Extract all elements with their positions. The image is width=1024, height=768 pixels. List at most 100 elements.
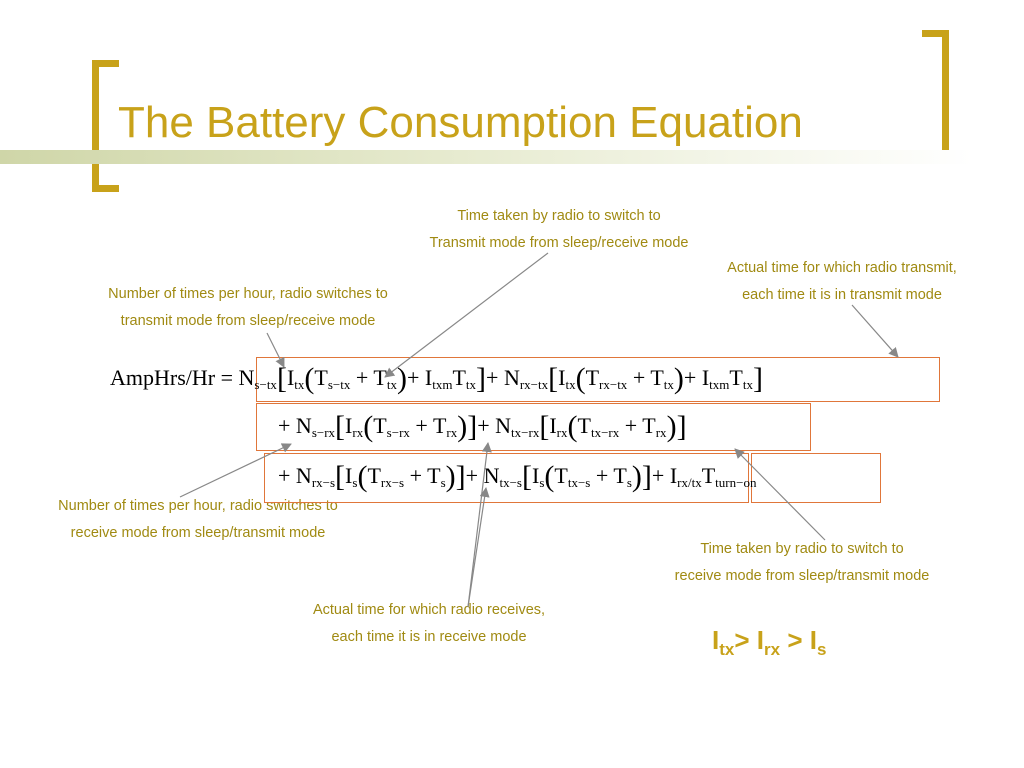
- subscript: rx−tx: [519, 377, 549, 392]
- note-line: each time it is in receive mode: [331, 629, 527, 645]
- subscript: s−tx: [254, 377, 277, 392]
- symbol: T: [373, 413, 387, 438]
- equation-line-1: AmpHrs/Hr = Ns−tx[Itx(Ts−tx + Ttx)+ Itxm…: [110, 362, 763, 396]
- symbol: N: [495, 413, 512, 438]
- subscript: tx: [465, 377, 477, 392]
- bracket: [: [335, 410, 346, 443]
- paren: (: [544, 460, 555, 493]
- subscript: rx−s: [311, 475, 336, 490]
- note-line: Time taken by radio to switch to: [457, 208, 661, 224]
- plus-sign: +: [406, 365, 420, 390]
- symbol: T: [452, 365, 466, 390]
- paren: ): [457, 410, 468, 443]
- subscript: s−rx: [311, 425, 336, 440]
- subscript: tx−s: [499, 475, 522, 490]
- subscript: s: [626, 475, 632, 490]
- subscript: rx/tx: [677, 475, 702, 490]
- subscript: tx: [294, 377, 305, 392]
- symbol: I: [712, 625, 720, 655]
- symbol: T: [427, 463, 441, 488]
- note-receive-time: Actual time for which radio receives, ea…: [284, 597, 574, 651]
- symbol: T: [613, 463, 627, 488]
- symbol: N: [483, 463, 500, 488]
- symbol: I: [756, 625, 765, 655]
- note-transmit-time: Actual time for which radio transmit, ea…: [700, 255, 984, 309]
- symbol: N: [503, 365, 520, 390]
- plus-sign: +: [683, 365, 697, 390]
- bracket: ]: [476, 362, 487, 395]
- symbol: I: [809, 625, 817, 655]
- bracket: ]: [455, 460, 466, 493]
- note-switch-to-transmit-time: Time taken by radio to switch to Transmi…: [400, 203, 718, 257]
- symbol: I: [345, 463, 353, 488]
- equation-line-2: + Ns−rx[Irx(Ts−rx + Trx)]+ Ntx−rx[Irx(Tt…: [278, 410, 687, 444]
- equation-line-3: + Nrx−s[Is(Trx−s + Ts)]+ Ntx−s[Is(Ttx−s …: [278, 460, 756, 494]
- note-line: receive mode from sleep/transmit mode: [70, 525, 326, 541]
- note-line: each time it is in transmit mode: [742, 287, 942, 303]
- subscript: rx: [556, 425, 568, 440]
- bracket: ]: [752, 362, 763, 395]
- symbol: T: [367, 463, 381, 488]
- subscript: tx: [565, 377, 576, 392]
- equals-sign: =: [220, 365, 234, 390]
- plus-sign: +: [465, 463, 479, 488]
- paren: (: [567, 410, 578, 443]
- paren: (: [363, 410, 374, 443]
- plus-sign: +: [278, 413, 291, 438]
- note-line: transmit mode from sleep/receive mode: [120, 313, 376, 329]
- subscript: tx: [663, 377, 674, 392]
- symbol: T: [701, 463, 716, 488]
- title-underline-bar: [0, 150, 1024, 164]
- symbol: T: [373, 365, 387, 390]
- plus-sign: +: [278, 463, 291, 488]
- current-inequality: Itx> Irx > Is: [712, 625, 826, 660]
- subscript: tx−s: [567, 475, 591, 490]
- symbol: T: [650, 365, 664, 390]
- equation-lhs: AmpHrs/Hr: [110, 365, 216, 390]
- subscript: rx−s: [380, 475, 405, 490]
- plus-sign: +: [624, 413, 638, 438]
- arrow-receive-time-1: [467, 442, 492, 608]
- subscript: txm: [709, 377, 730, 392]
- arrow-switches-to-transmit: [266, 332, 285, 368]
- subscript: tx−rx: [511, 425, 540, 440]
- greater-than-sign: >: [787, 625, 810, 655]
- plus-sign: +: [355, 365, 369, 390]
- paren: ): [673, 362, 684, 395]
- plus-sign: +: [595, 463, 609, 488]
- paren: ): [631, 460, 642, 493]
- transmit-term-box: [256, 357, 940, 402]
- symbol: N: [295, 463, 312, 488]
- paren: ): [396, 362, 407, 395]
- sleep-term-box: [264, 453, 749, 503]
- bracket: ]: [641, 460, 652, 493]
- symbol: I: [424, 365, 433, 390]
- subscript: txm: [432, 377, 453, 392]
- bracket: ]: [676, 410, 687, 443]
- receive-term-box: [256, 403, 811, 451]
- subscript: rx: [764, 640, 781, 659]
- subscript: s: [440, 475, 446, 490]
- paren: ): [666, 410, 677, 443]
- note-line: Time taken by radio to switch to: [700, 541, 904, 557]
- subscript: tx−rx: [590, 425, 620, 440]
- symbol: T: [314, 365, 328, 390]
- subscript: s−rx: [386, 425, 410, 440]
- arrow-switch-to-transmit-time: [384, 252, 549, 378]
- plus-sign: +: [415, 413, 428, 438]
- symbol: I: [701, 365, 710, 390]
- subscript: turn−on: [715, 475, 757, 490]
- plus-sign: +: [477, 413, 490, 438]
- arrow-switches-to-receive: [179, 443, 292, 498]
- note-switch-to-receive-time: Time taken by radio to switch to receive…: [644, 536, 960, 590]
- note-switches-to-transmit: Number of times per hour, radio switches…: [78, 281, 418, 335]
- plus-sign: +: [632, 365, 646, 390]
- plus-sign: +: [651, 463, 665, 488]
- note-line: receive mode from sleep/transmit mode: [674, 568, 930, 584]
- subscript: s: [539, 475, 545, 490]
- subscript: rx−tx: [599, 377, 628, 392]
- turn-on-term-box: [751, 453, 881, 503]
- subscript: tx: [719, 640, 735, 659]
- symbol: N: [295, 413, 312, 438]
